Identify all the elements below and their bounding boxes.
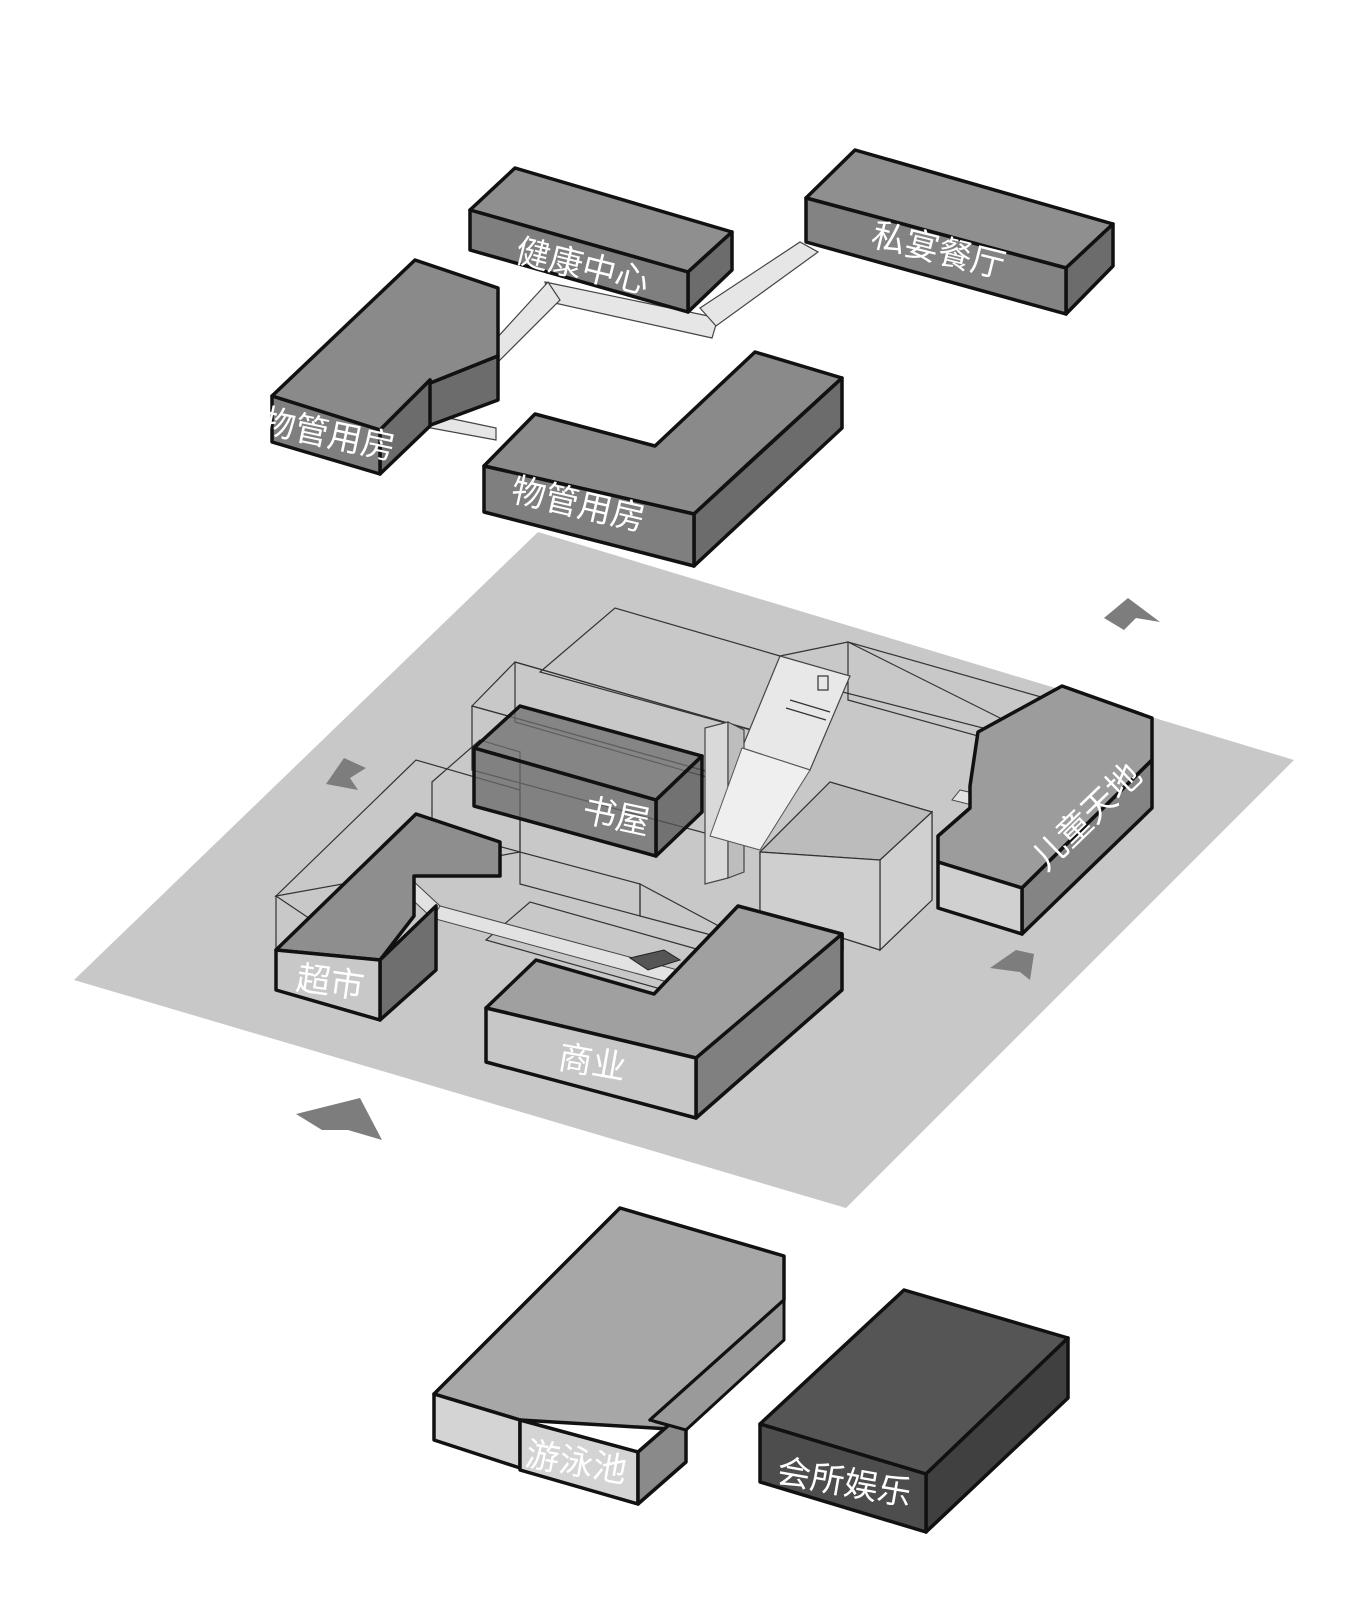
arrow-bottom-left xyxy=(296,1098,382,1140)
middle-layer: 书屋 儿童天地 超市 商业 xyxy=(74,532,1294,1208)
block-clubhouse-entertainment: 会所娱乐 xyxy=(758,1288,1070,1534)
label-supermarket: 超市 xyxy=(294,958,367,1007)
block-bookstore: 书屋 xyxy=(472,704,704,858)
top-layer: 健康中心 私宴餐厅 物管用房 物管用房 xyxy=(258,148,1115,568)
block-supermarket: 超市 xyxy=(274,812,502,1022)
block-health-center: 健康中心 xyxy=(468,166,734,314)
block-private-dining: 私宴餐厅 xyxy=(804,148,1115,316)
label-swimming-pool: 游泳池 xyxy=(522,1434,629,1491)
arrow-right xyxy=(990,950,1034,980)
block-commercial: 商业 xyxy=(484,904,844,1120)
bottom-layer: 游泳池 会所娱乐 xyxy=(432,1206,1070,1534)
block-property-mgmt-left: 物管用房 xyxy=(258,258,500,476)
flow-arrows xyxy=(296,598,1160,1140)
arrow-top-right xyxy=(1104,598,1160,630)
arrow-left xyxy=(326,758,366,790)
ground-plane xyxy=(74,532,1294,1208)
block-swimming-pool: 游泳池 xyxy=(432,1206,786,1506)
block-property-mgmt-center: 物管用房 xyxy=(482,350,844,568)
